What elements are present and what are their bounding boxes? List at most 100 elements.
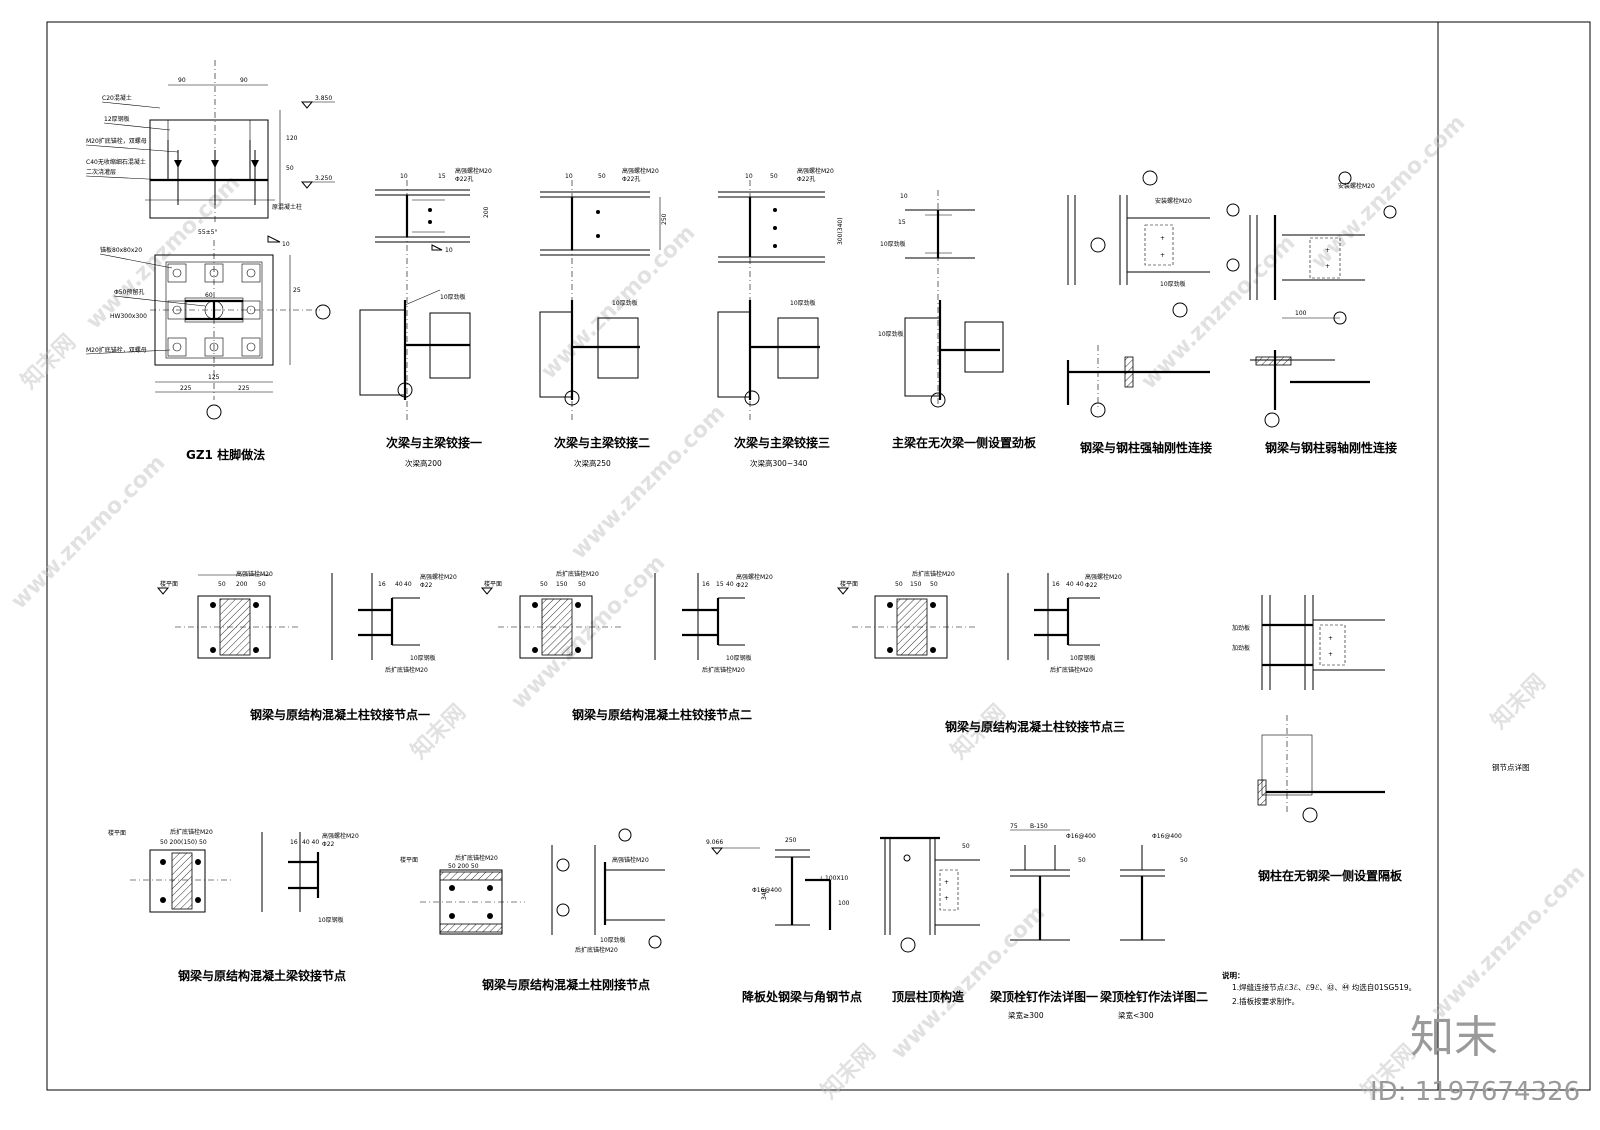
caption-rigid-weak: 钢梁与钢柱弱轴刚性连接 bbox=[1265, 440, 1397, 455]
svg-text:后扩底锚栓M20: 后扩底锚栓M20 bbox=[385, 666, 428, 674]
detail-stud2: Φ16@400 50 梁顶栓钉作法详图二 梁宽<300 bbox=[1099, 833, 1208, 1020]
gz1-label-rebar: 12厚钢板 bbox=[104, 115, 130, 123]
sub-stud2: 梁宽<300 bbox=[1118, 1010, 1154, 1020]
gz1-angle: 55±5° bbox=[198, 229, 217, 236]
svg-text:16: 16 bbox=[290, 839, 298, 846]
s1-dim-b150: B-150 bbox=[1030, 823, 1048, 830]
svg-text:50: 50 bbox=[218, 581, 226, 588]
ds-stud: Φ16@400 bbox=[752, 887, 782, 894]
svg-text:后扩底锚栓M20: 后扩底锚栓M20 bbox=[1050, 666, 1093, 674]
svg-text:40: 40 bbox=[404, 581, 412, 588]
s1-stud: Φ16@400 bbox=[1066, 833, 1096, 840]
gz1-dim-90b: 90 bbox=[240, 77, 248, 84]
svg-text:后扩底锚栓M20: 后扩底锚栓M20 bbox=[912, 570, 955, 578]
svg-text:10厚劲板: 10厚劲板 bbox=[880, 240, 906, 248]
svg-text:10厚劲板: 10厚劲板 bbox=[1160, 280, 1186, 288]
gz1-dim-60: 60 bbox=[205, 292, 213, 299]
caption-hinge1: 次梁与主梁铰接一 bbox=[386, 435, 482, 450]
svg-text:50: 50 bbox=[578, 581, 586, 588]
ds-elev: 9.066 bbox=[706, 839, 723, 846]
caption-rc-beam: 钢梁与原结构混凝土梁铰接节点 bbox=[178, 968, 346, 983]
gz1-label-grout: 二次浇灌层 bbox=[86, 168, 116, 176]
watermark-14: www.znzmo.com bbox=[1427, 860, 1591, 1024]
detail-stud1: 75 B-150 Φ16@400 50 梁顶栓钉作法详图一 梁宽≥300 bbox=[989, 823, 1098, 1020]
svg-text:+: + bbox=[1160, 235, 1165, 242]
sub-hinge2: 次梁高250 bbox=[574, 458, 611, 468]
svg-text:50: 50 bbox=[540, 581, 548, 588]
image-id: ID: 1197674326 bbox=[1370, 1077, 1580, 1107]
gz1-label-c40: C40无收缩细石混凝土 bbox=[86, 158, 146, 166]
svg-text:+: + bbox=[944, 879, 949, 886]
detail-hinge3: 10 50 高强螺栓M20 Φ22孔 300(340) 10厚劲板 次梁与主梁铰… bbox=[717, 167, 844, 468]
svg-text:楼平面: 楼平面 bbox=[400, 856, 418, 864]
caption-hinge2: 次梁与主梁铰接二 bbox=[554, 435, 650, 450]
caption-hinge3: 次梁与主梁铰接三 bbox=[734, 435, 830, 450]
detail-hinge2: 10 50 高强螺栓M20 Φ22孔 250 10厚劲板 次梁与主梁铰接二 次梁… bbox=[539, 167, 668, 468]
svg-text:40: 40 bbox=[726, 581, 734, 588]
gz1-dim-90a: 90 bbox=[178, 77, 186, 84]
detail-gz1: 90 90 120 50 3.850 3.250 C20混凝土 12厚钢板 M2… bbox=[85, 60, 335, 462]
caption-rc-col-rigid: 钢梁与原结构混凝土柱刚接节点 bbox=[482, 977, 650, 992]
sub-stud1: 梁宽≥300 bbox=[1008, 1010, 1044, 1020]
svg-text:楼平面: 楼平面 bbox=[484, 580, 502, 588]
svg-text:50 200(150) 50: 50 200(150) 50 bbox=[160, 839, 207, 846]
detail-top-col: ++ 50 顶层柱顶构造 bbox=[880, 836, 980, 1004]
svg-text:50 200 50: 50 200 50 bbox=[448, 863, 479, 870]
gz1-dim-225b: 225 bbox=[238, 385, 250, 392]
ds-angle: ∟100X10 bbox=[820, 875, 848, 882]
notes-item-2: 2.插板按要求制作。 bbox=[1232, 996, 1299, 1006]
h3-dim-300: 300(340) bbox=[837, 217, 844, 245]
watermark-6: www.znzmo.com bbox=[567, 400, 731, 564]
gz1-dim-50: 50 bbox=[286, 165, 294, 172]
gz1-dim-120: 120 bbox=[286, 135, 298, 142]
sheet-border bbox=[46, 21, 1591, 1091]
detail-drop-slab: 9.066 250 ∟100X10 Φ16@400 100 340 降板处钢梁与… bbox=[706, 837, 862, 1004]
caption-rc-col3: 钢梁与原结构混凝土柱铰接节点三 bbox=[945, 719, 1125, 734]
detail-stiffener: 10 15 10厚劲板 10厚劲板 主梁在无次梁一侧设置劲板 bbox=[878, 190, 1037, 450]
svg-text:+: + bbox=[1328, 635, 1333, 642]
rc1-floor: 楼平面 bbox=[160, 580, 178, 588]
h1-dim-10: 10 bbox=[400, 173, 408, 180]
gz1-dim-225a: 225 bbox=[180, 385, 192, 392]
caption-gz1: GZ1 柱脚做法 bbox=[186, 447, 265, 462]
svg-text:后扩底锚栓M20: 后扩底锚栓M20 bbox=[702, 666, 745, 674]
gz1-dim-125: 125 bbox=[208, 374, 220, 381]
h1-bolt: 高强螺栓M20 bbox=[455, 167, 492, 175]
gz1-elev-bottom: 3.250 bbox=[315, 175, 332, 182]
svg-text:10厚劲板: 10厚劲板 bbox=[612, 299, 638, 307]
svg-text:50: 50 bbox=[930, 581, 938, 588]
notes-item-1: 1.焊缝连接节点ℰ3ℰ、ℰ9ℰ、㊸、㊹ 均选自01SG519。 bbox=[1232, 982, 1416, 992]
svg-text:40: 40 bbox=[1066, 581, 1074, 588]
gz1-label-hw: HW300x300 bbox=[110, 313, 147, 320]
h3-hole: Φ22孔 bbox=[797, 175, 815, 183]
caption-top-col: 顶层柱顶构造 bbox=[892, 989, 965, 1004]
sub-hinge1: 次梁高200 bbox=[405, 458, 442, 468]
svg-text:16: 16 bbox=[702, 581, 710, 588]
svg-text:高强锚栓M20: 高强锚栓M20 bbox=[236, 570, 273, 578]
s1-dim-50: 50 bbox=[1078, 857, 1086, 864]
svg-text:340: 340 bbox=[761, 888, 768, 900]
caption-stud1: 梁顶栓钉作法详图一 bbox=[989, 989, 1098, 1004]
watermark-10: 知末网 bbox=[1486, 669, 1551, 734]
detail-col-diaphragm: ++ 加劲板 加劲板 钢柱在无钢梁一侧设置隔板 bbox=[1232, 595, 1403, 883]
svg-text:高强螺栓M20: 高强螺栓M20 bbox=[420, 573, 457, 581]
svg-text:10厚劲板: 10厚劲板 bbox=[600, 936, 626, 944]
svg-text:安装螺栓M20: 安装螺栓M20 bbox=[1155, 197, 1192, 205]
svg-text:15: 15 bbox=[716, 581, 724, 588]
caption-rc-col2: 钢梁与原结构混凝土柱铰接节点二 bbox=[572, 707, 752, 722]
h2-bolt: 高强螺栓M20 bbox=[622, 167, 659, 175]
svg-text:加劲板: 加劲板 bbox=[1232, 624, 1250, 632]
gz1-weld-10: 10 bbox=[282, 241, 290, 248]
svg-text:10: 10 bbox=[745, 173, 753, 180]
svg-text:Φ22: Φ22 bbox=[322, 841, 335, 848]
svg-text:40: 40 bbox=[1076, 581, 1084, 588]
svg-text:200: 200 bbox=[236, 581, 248, 588]
rw-dim-100: 100 bbox=[1295, 310, 1307, 317]
svg-text:+: + bbox=[1325, 247, 1330, 254]
svg-text:50: 50 bbox=[258, 581, 266, 588]
svg-text:+: + bbox=[944, 895, 949, 902]
svg-text:16: 16 bbox=[378, 581, 386, 588]
